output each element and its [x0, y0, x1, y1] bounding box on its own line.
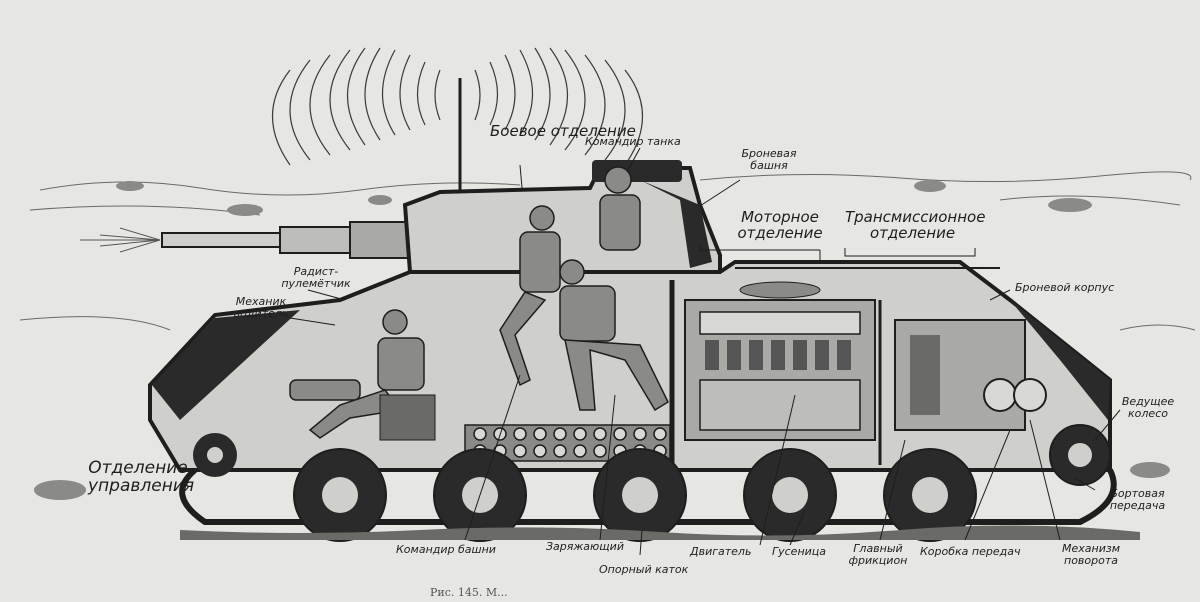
label-tank-commander: Командир танка [585, 135, 681, 148]
label-driver-mechanic: Механик водитель [233, 295, 289, 320]
shrubs [34, 180, 1170, 500]
transmission [894, 319, 1047, 431]
turret [402, 166, 722, 274]
rear-armor-plate [1010, 300, 1110, 420]
label-drive-wheel: Ведущее колесо [1121, 395, 1175, 420]
radio-waves [272, 47, 643, 166]
label-road-wheel: Опорный каток [599, 563, 689, 576]
label-turret-commander: Командир башни [396, 543, 496, 556]
crew-figures [289, 166, 669, 439]
figure-caption: Рис. 145. М... [430, 586, 508, 599]
label-gearbox: Коробка передач [920, 545, 1021, 558]
front-armor-plate [152, 310, 300, 420]
landscape [19, 171, 1196, 331]
ground [180, 525, 1140, 540]
label-steering-mechanism: Механизм поворота [1062, 542, 1120, 567]
engine-block [684, 281, 876, 441]
label-final-drive: Бортовая передача [1109, 487, 1166, 512]
driver-seat [379, 394, 436, 441]
label-combat-compartment: Боевое отделение [490, 122, 636, 140]
label-control-compartment: Отделение управления [88, 458, 195, 496]
label-engine-compartment: Моторное отделение [737, 208, 823, 242]
label-armored-turret: Броневая башня [741, 147, 797, 172]
label-loader: Заряжающий [546, 540, 624, 553]
label-main-clutch: Главный фрикцион [848, 542, 908, 567]
wheel-hubs [322, 477, 948, 513]
label-engine: Двигатель [690, 545, 752, 558]
label-armored-hull: Броневой корпус [1015, 281, 1115, 294]
muzzle-flash [80, 227, 161, 253]
label-transmission-compartment: Трансмиссионное отделение [845, 208, 986, 242]
turret-armor-shading [640, 180, 712, 268]
leader-lines [289, 147, 1121, 556]
gun-barrel [161, 221, 413, 259]
label-radio-gunner: Радист-пулемётчик [281, 265, 351, 290]
label-track: Гусеница [772, 545, 827, 558]
